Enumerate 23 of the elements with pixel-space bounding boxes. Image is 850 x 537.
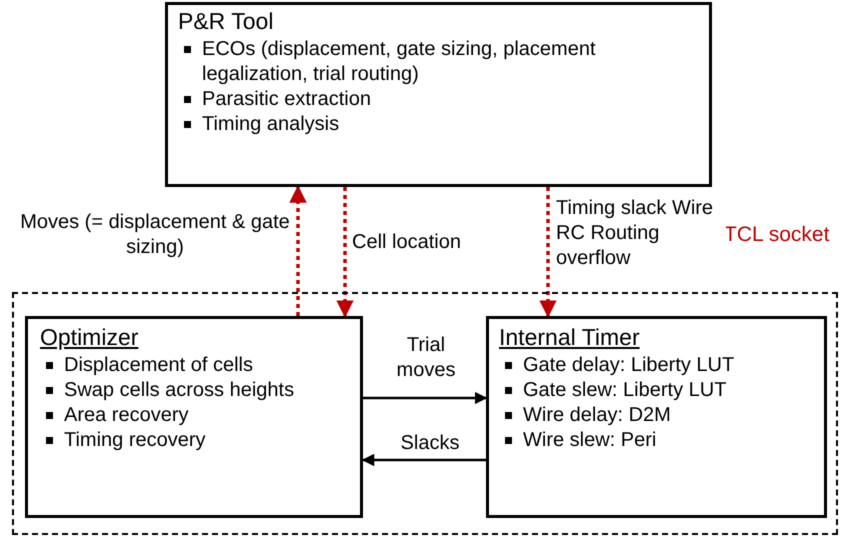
socket-boundary: [12, 292, 838, 535]
bullet-item: Parasitic extraction: [178, 87, 695, 112]
bullet-item: Timing analysis: [178, 112, 695, 137]
bullet-item: Gate slew: Liberty LUT: [499, 378, 810, 403]
arrow: [362, 454, 486, 466]
bullet-item: Displacement of cells: [40, 353, 344, 378]
bullet-item: Wire delay: D2M: [499, 403, 810, 428]
arrow: [539, 187, 557, 318]
bullet-item: Gate delay: Liberty LUT: [499, 353, 810, 378]
process-box: [165, 2, 712, 187]
bullet-item: ECOs (displacement, gate sizing, placement legalization, trial routing): [178, 37, 695, 87]
bullet-item: Timing recovery: [40, 428, 344, 453]
box-heading: Internal Timer: [499, 323, 641, 351]
box-heading: Optimizer: [40, 323, 140, 351]
process-box: [25, 316, 363, 518]
bullet-item: Wire slew: Peri: [499, 428, 810, 453]
arrow: [336, 187, 354, 318]
process-box: [486, 316, 827, 518]
bullet-item: Area recovery: [40, 403, 344, 428]
box-heading: P&R Tool: [178, 7, 274, 35]
arrow: [363, 392, 488, 404]
arrow: [289, 185, 307, 316]
bullet-item: Swap cells across heights: [40, 378, 344, 403]
